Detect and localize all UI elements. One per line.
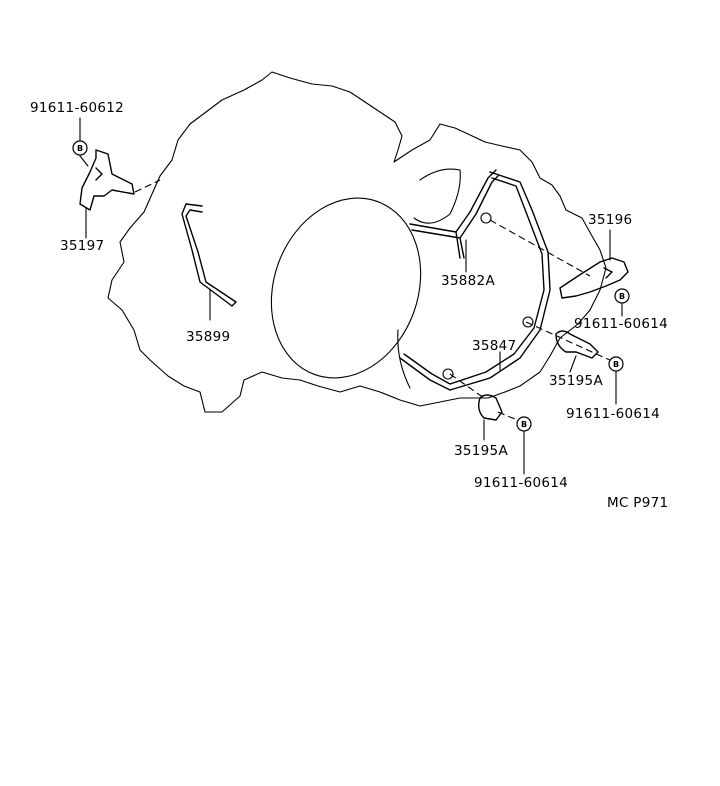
svg-text:B: B bbox=[77, 144, 83, 153]
clamp-35195A-lower bbox=[477, 394, 503, 421]
bolt-marker-icon: B bbox=[614, 288, 630, 304]
inner-housing-curve bbox=[397, 168, 461, 389]
label-91611-60612: 91611-60612 bbox=[30, 100, 124, 116]
label-35197: 35197 bbox=[60, 238, 104, 254]
label-35195A-lower: 35195A bbox=[454, 443, 508, 459]
tube-35847 bbox=[399, 171, 551, 391]
label-35847: 35847 bbox=[472, 338, 516, 354]
bolt-marker-icon: B bbox=[516, 416, 532, 432]
clamp-35196 bbox=[559, 257, 629, 299]
label-35882A: 35882A bbox=[441, 273, 495, 289]
svg-text:B: B bbox=[521, 420, 527, 429]
label-91611-60614-c: 91611-60614 bbox=[474, 475, 568, 491]
grommet-upper bbox=[480, 212, 492, 224]
housing-bore-ellipse bbox=[270, 197, 422, 379]
leader-35195A-lower-dashed bbox=[449, 373, 485, 399]
tube-35882A bbox=[409, 169, 499, 259]
label-35899: 35899 bbox=[186, 329, 230, 345]
leader-bolt-lower-dashed bbox=[497, 411, 523, 423]
label-91611-60614-b: 91611-60614 bbox=[566, 406, 660, 422]
svg-text:B: B bbox=[619, 292, 625, 301]
clamp-35197 bbox=[79, 149, 135, 211]
bolt-marker-icon: B bbox=[72, 140, 88, 156]
label-35195A-right: 35195A bbox=[549, 373, 603, 389]
label-91611-60614-a: 91611-60614 bbox=[574, 316, 668, 332]
clamp-35195A-right bbox=[555, 330, 599, 359]
bolt-marker-icon: B bbox=[608, 356, 624, 372]
transmission-housing-outline bbox=[107, 71, 607, 413]
figure-code: MC P971 bbox=[607, 495, 668, 511]
leader-35197-dashed bbox=[134, 179, 161, 193]
leader-bolt-left bbox=[79, 155, 89, 167]
grommet-middle bbox=[522, 316, 534, 328]
svg-text:B: B bbox=[613, 360, 619, 369]
leader-35195A-right bbox=[569, 355, 577, 373]
grommet-lower bbox=[442, 368, 454, 380]
hose-35899 bbox=[181, 203, 237, 307]
label-35196: 35196 bbox=[588, 212, 632, 228]
